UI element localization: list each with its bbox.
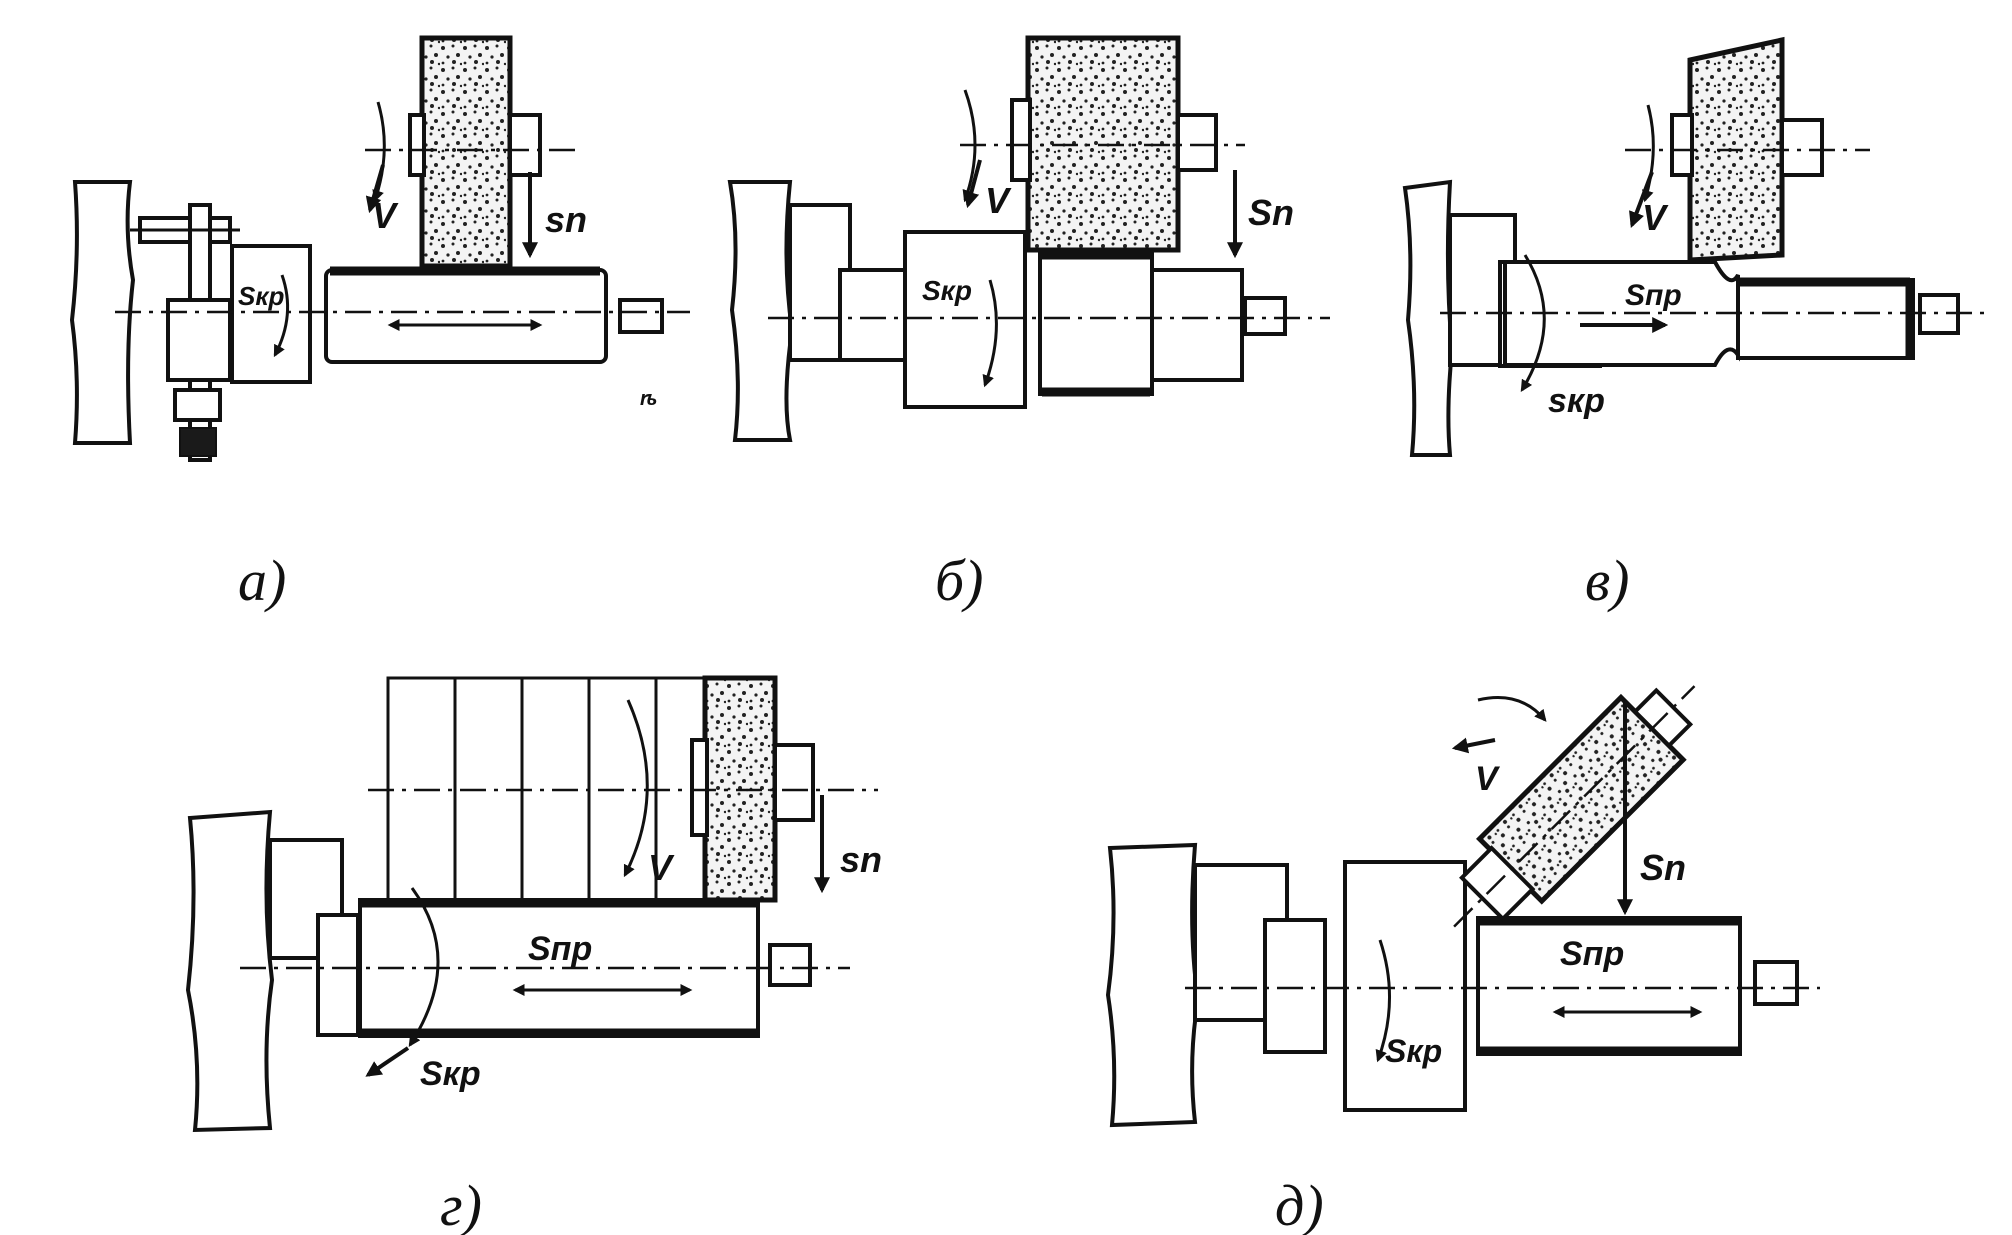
label-v-a: V <box>372 195 399 236</box>
caption-a: а) <box>238 548 286 613</box>
caption-v: в) <box>1585 548 1630 613</box>
label-snp-v: Sпр <box>1625 279 1682 312</box>
headstock-v <box>1402 179 1455 457</box>
figure-b: V Sn Sкр б) <box>727 35 1330 613</box>
label-skr-d: Sкр <box>1385 1033 1442 1069</box>
headstock-g <box>185 809 275 1133</box>
stray-mark-a: ѣ <box>640 388 657 410</box>
caption-d: д) <box>1275 1173 1324 1235</box>
faceplate-b <box>903 230 1027 409</box>
tailstock-center-g <box>768 943 812 987</box>
caption-g: г) <box>440 1173 482 1235</box>
workpiece-a <box>324 268 608 364</box>
figure-v: V Sпр sкр в) <box>1402 36 1990 613</box>
angled-wheel-head-d <box>1453 685 1696 928</box>
workpiece-g <box>358 898 760 1038</box>
workpiece-b <box>1038 250 1154 396</box>
label-skr-b: Sкр <box>922 275 972 306</box>
label-v-d: V <box>1475 760 1501 798</box>
tailstock-center-b <box>1243 296 1287 336</box>
label-sn-a: sn <box>545 199 587 240</box>
label-sn-g: sn <box>840 839 882 880</box>
drive-mechanism-a <box>130 203 240 462</box>
label-v-v: V <box>1642 197 1669 238</box>
label-sn-b: Sn <box>1248 192 1294 233</box>
faceplate-a <box>230 244 312 384</box>
headstock-a <box>69 180 136 445</box>
figure-d: V Sn Sпр Sкр д) <box>1105 685 1820 1235</box>
faceplate-d <box>1343 860 1467 1112</box>
headstock-d <box>1105 842 1201 1128</box>
label-skr-g: Sкр <box>420 1055 481 1093</box>
label-v-g: V <box>648 847 675 888</box>
label-v-b: V <box>985 180 1012 221</box>
label-sn-d: Sn <box>1640 847 1686 888</box>
grinding-wheel-a <box>419 35 513 269</box>
label-snp-d: Sпр <box>1560 935 1624 973</box>
caption-b: б) <box>935 548 983 613</box>
tailstock-center-a <box>618 298 664 334</box>
label-skr-a: Sкр <box>238 281 285 311</box>
figure-a: V sn Sкр ѣ а) <box>69 35 690 613</box>
headstock-b <box>727 180 795 442</box>
label-snp-g: Sпр <box>528 930 592 968</box>
figure-g: V sn Sпр Sкр г) <box>185 675 882 1235</box>
tailstock-center-d <box>1753 960 1799 1006</box>
label-skr-v: sкр <box>1548 382 1605 420</box>
